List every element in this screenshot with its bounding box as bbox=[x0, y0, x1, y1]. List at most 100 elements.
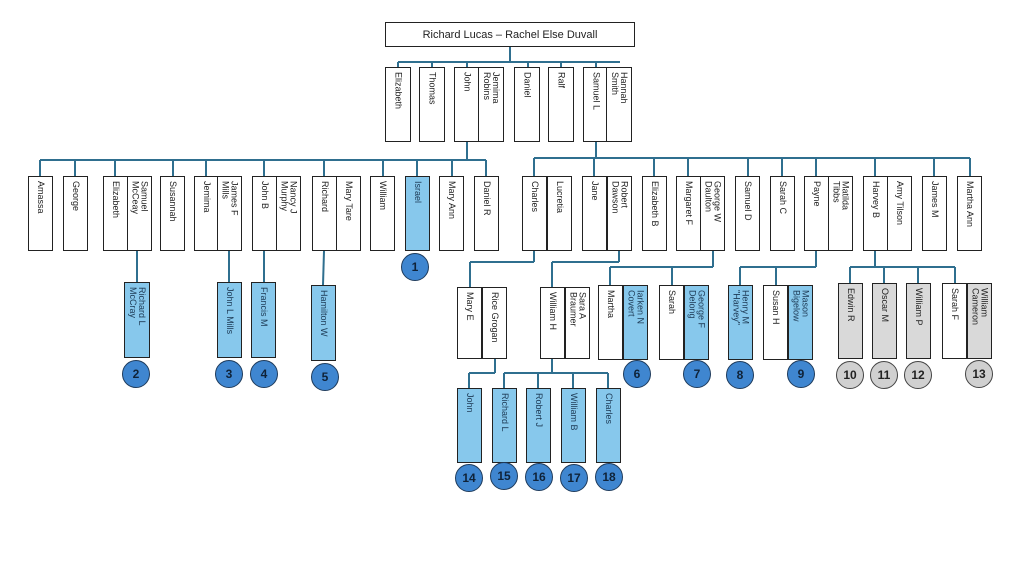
person-name: Jemima Robins bbox=[482, 72, 501, 104]
person-name: Oscar M bbox=[880, 288, 890, 323]
number-badge: 8 bbox=[726, 361, 754, 389]
person-name: Susan H bbox=[771, 290, 781, 325]
person-box: Sarah F bbox=[942, 283, 967, 359]
person-box: Mary E bbox=[457, 287, 482, 359]
connector-line bbox=[322, 250, 325, 286]
person-box: Margaret F bbox=[676, 176, 701, 251]
person-box: John B bbox=[252, 176, 277, 251]
number-badge: 4 bbox=[250, 360, 278, 388]
person-box: Martha bbox=[598, 285, 623, 360]
person-box: George W Daulton bbox=[700, 176, 725, 251]
person-box: Samuel L bbox=[583, 67, 609, 142]
person-box: Henry M "Harvey" bbox=[728, 285, 753, 360]
person-name: Thomas bbox=[427, 72, 438, 105]
person-box: Mary Tare bbox=[336, 176, 361, 251]
person-box: Robert J bbox=[526, 388, 551, 463]
person-name: Richard L McCray bbox=[128, 287, 147, 326]
person-name: Robert J bbox=[534, 393, 544, 428]
person-name: William P bbox=[914, 288, 924, 326]
person-box: Rice Grogan bbox=[482, 287, 507, 359]
person-box: John bbox=[457, 388, 482, 463]
person-name: Jemima bbox=[202, 181, 212, 213]
person-name: Edwin R bbox=[846, 288, 856, 322]
person-box: Jemima bbox=[194, 176, 219, 251]
person-box: Charles bbox=[596, 388, 621, 463]
number-badge: 7 bbox=[683, 360, 711, 388]
person-box: Harvey B bbox=[863, 176, 888, 251]
person-box: John bbox=[454, 67, 480, 142]
person-name: John L Mills bbox=[225, 287, 235, 335]
person-name: Susannah bbox=[168, 181, 178, 222]
person-name: John bbox=[462, 72, 473, 92]
person-box: Samuel McCeay bbox=[127, 176, 152, 251]
person-box: James F Mills bbox=[217, 176, 242, 251]
person-name: Samuel D bbox=[743, 181, 753, 221]
person-box: George F Delong bbox=[684, 285, 709, 360]
person-box: Mason Bigelow bbox=[788, 285, 813, 360]
person-box: Martha Ann bbox=[957, 176, 982, 251]
number-badge: 17 bbox=[560, 464, 588, 492]
person-name: John B bbox=[260, 181, 270, 210]
person-name: William bbox=[378, 181, 388, 210]
person-name: Francis M bbox=[259, 287, 269, 327]
number-badge: 3 bbox=[215, 360, 243, 388]
person-box: Sara A Braumer bbox=[565, 287, 590, 359]
person-box: Edwin R bbox=[838, 283, 863, 359]
person-box: Richard L bbox=[492, 388, 517, 463]
person-name: Amy Tilson bbox=[895, 181, 905, 226]
person-box: Daniel bbox=[514, 67, 540, 142]
person-name: Iarken N Covert bbox=[626, 290, 646, 325]
person-box: Francis M bbox=[251, 282, 276, 358]
person-name: Lucretia bbox=[555, 181, 565, 214]
person-name: James M bbox=[930, 181, 940, 218]
person-box: William Cameron bbox=[967, 283, 992, 359]
person-name: Elizabeth bbox=[111, 181, 121, 219]
person-box: Amassa bbox=[28, 176, 53, 251]
person-box: James M bbox=[922, 176, 947, 251]
person-name: Amassa bbox=[36, 181, 46, 214]
number-badge: 12 bbox=[904, 361, 932, 389]
number-badge: 1 bbox=[401, 253, 429, 281]
person-name: Richard L bbox=[500, 393, 510, 432]
person-box: Richard L McCray bbox=[124, 282, 150, 358]
person-name: William H bbox=[548, 292, 558, 330]
person-name: George bbox=[71, 181, 81, 212]
number-badge: 16 bbox=[525, 463, 553, 491]
person-name: Margaret F bbox=[684, 181, 694, 226]
person-box: Ralf bbox=[548, 67, 574, 142]
person-box: George bbox=[63, 176, 88, 251]
person-box: William P bbox=[906, 283, 931, 359]
person-box: Israel bbox=[405, 176, 430, 251]
number-badge: 15 bbox=[490, 462, 518, 490]
person-box: Thomas bbox=[419, 67, 445, 142]
person-box: John L Mills bbox=[217, 282, 242, 358]
person-name: Charles bbox=[530, 181, 540, 213]
person-box: Elizabeth B bbox=[642, 176, 667, 251]
person-box: William bbox=[370, 176, 395, 251]
person-box: Mary Ann bbox=[439, 176, 464, 251]
number-badge: 13 bbox=[965, 360, 993, 388]
person-name: James F Mills bbox=[220, 181, 240, 216]
person-box: Susannah bbox=[160, 176, 185, 251]
person-name: Matilda Tibbs bbox=[831, 181, 851, 211]
number-badge: 11 bbox=[870, 361, 898, 389]
person-name: Richard bbox=[320, 181, 330, 213]
person-box: Richard bbox=[312, 176, 337, 251]
number-badge: 5 bbox=[311, 363, 339, 391]
person-box: Jane bbox=[582, 176, 607, 251]
person-name: George F Delong bbox=[687, 290, 707, 329]
person-name: Daniel bbox=[522, 72, 533, 98]
person-box: Sarah C bbox=[770, 176, 795, 251]
person-name: William B bbox=[569, 393, 579, 431]
person-name: Elizabeth bbox=[393, 72, 404, 110]
person-name: Charles bbox=[604, 393, 614, 425]
number-badge: 2 bbox=[122, 360, 150, 388]
person-box: William H bbox=[540, 287, 565, 359]
person-box: Matilda Tibbs bbox=[828, 176, 853, 251]
person-box: Payne bbox=[804, 176, 829, 251]
person-box: Hamilton W bbox=[311, 285, 336, 361]
person-name: Martha bbox=[606, 290, 616, 319]
person-box: Samuel D bbox=[735, 176, 760, 251]
person-name: Henry M "Harvey" bbox=[731, 290, 751, 325]
